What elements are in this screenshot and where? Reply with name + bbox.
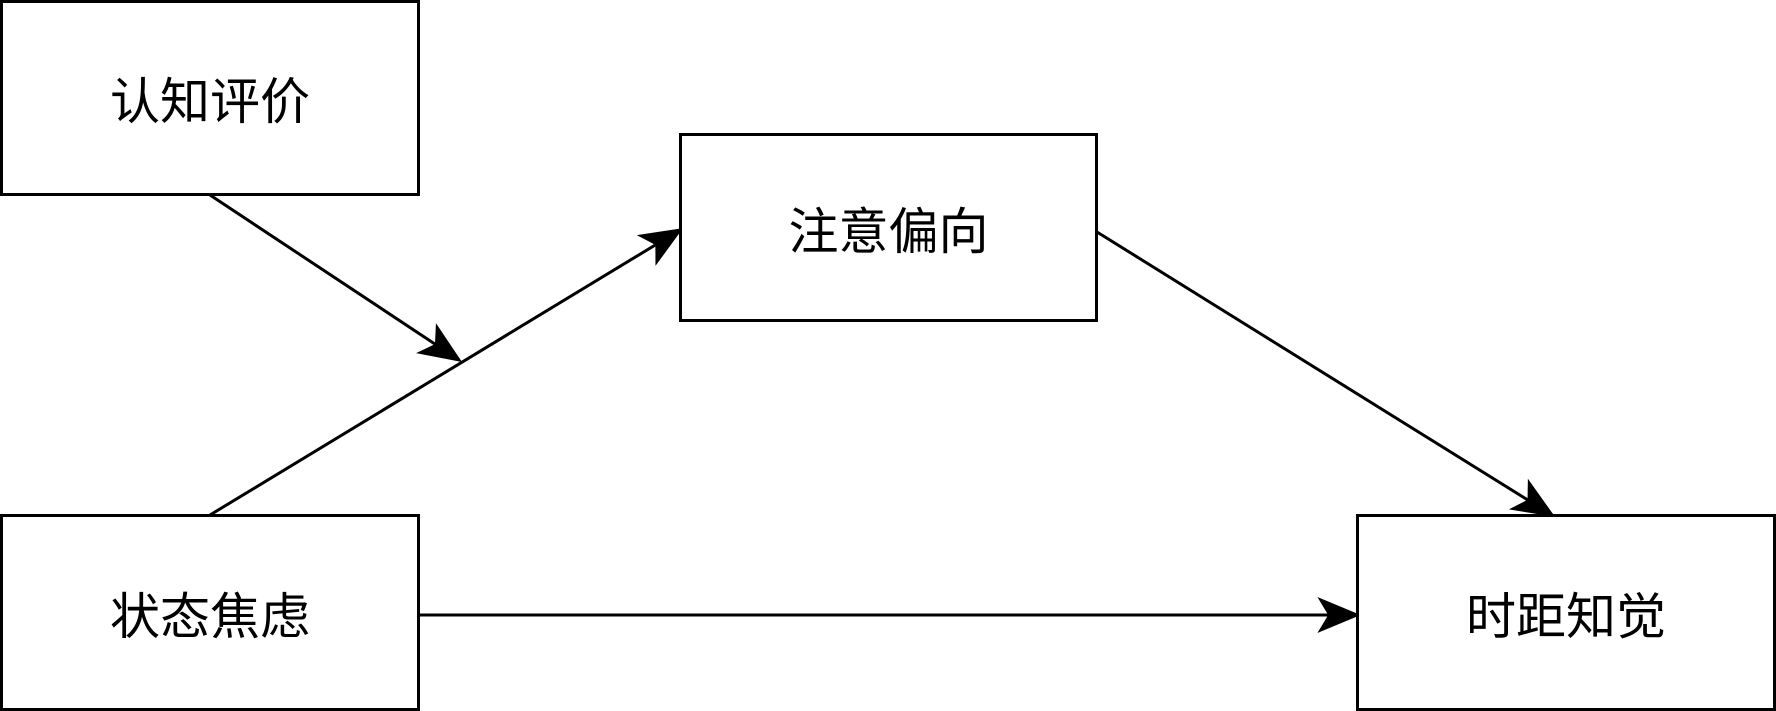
node-cognitive-appraisal: 认知评价 bbox=[0, 0, 420, 196]
node-state-anxiety: 状态焦虑 bbox=[0, 514, 420, 711]
node-time-distance-perception: 时距知觉 bbox=[1356, 514, 1776, 711]
node-attention-bias: 注意偏向 bbox=[679, 133, 1098, 322]
arrow-attention-to-perception bbox=[1096, 230, 1556, 517]
arrow-anxiety-to-attention bbox=[209, 228, 684, 517]
arrow-moderation-cognitive-appraisal bbox=[209, 193, 463, 362]
